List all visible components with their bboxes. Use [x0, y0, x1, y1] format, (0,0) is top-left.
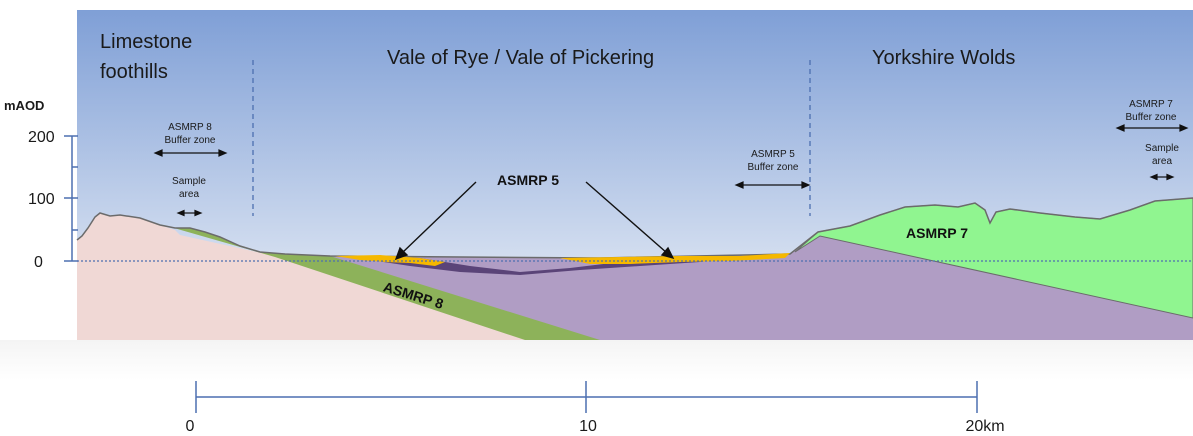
asmrp7-buffer-arrow: [1115, 124, 1189, 132]
asmrp8-buffer-arrow: [153, 149, 228, 157]
scale-bar-label: 0: [186, 418, 195, 435]
asmrp7-sample-label-line2: area: [1152, 156, 1172, 167]
asmrp5-buffer-label-line1: ASMRP 5: [751, 149, 795, 160]
y-axis-label: mAOD: [4, 98, 44, 113]
asmrp8-sample-label-line2: area: [179, 189, 199, 200]
asmrp8-buffer-label-line2: Buffer zone: [165, 135, 216, 146]
scale-bar-label: 20km: [965, 418, 1004, 435]
asmrp8-sample-arrow: [176, 209, 203, 217]
asmrp5-pointer-right: [585, 181, 675, 260]
asmrp5-buffer-arrow: [734, 181, 811, 189]
asmrp8-buffer-label-line1: ASMRP 8: [168, 122, 212, 133]
region-label-wolds: Yorkshire Wolds: [872, 47, 1015, 69]
limestone-layer: [77, 213, 530, 340]
asmrp7-buffer-label-line2: Buffer zone: [1126, 112, 1177, 123]
y-tick-label: 0: [34, 254, 43, 271]
asmrp5-unit-label: ASMRP 5: [497, 172, 559, 188]
asmrp5-pointer-left: [394, 181, 477, 261]
region-label-limestone-line2: foothills: [100, 61, 168, 83]
region-label-vale: Vale of Rye / Vale of Pickering: [387, 47, 654, 69]
asmrp7-sample-label-line1: Sample: [1145, 143, 1179, 154]
region-label-limestone-line1: Limestone: [100, 31, 192, 53]
asmrp5-buffer-label-line2: Buffer zone: [748, 162, 799, 173]
asmrp8-sample-label-line1: Sample: [172, 176, 206, 187]
scale-bar-label: 10: [579, 418, 597, 435]
asmrp7-sample-arrow: [1149, 173, 1175, 181]
asmrp7-unit-label: ASMRP 7: [906, 225, 968, 241]
lower-fade: [0, 340, 1193, 380]
y-tick-label: 200: [28, 129, 55, 146]
y-tick-label: 100: [28, 191, 55, 208]
asmrp7-buffer-label-line1: ASMRP 7: [1129, 99, 1173, 110]
